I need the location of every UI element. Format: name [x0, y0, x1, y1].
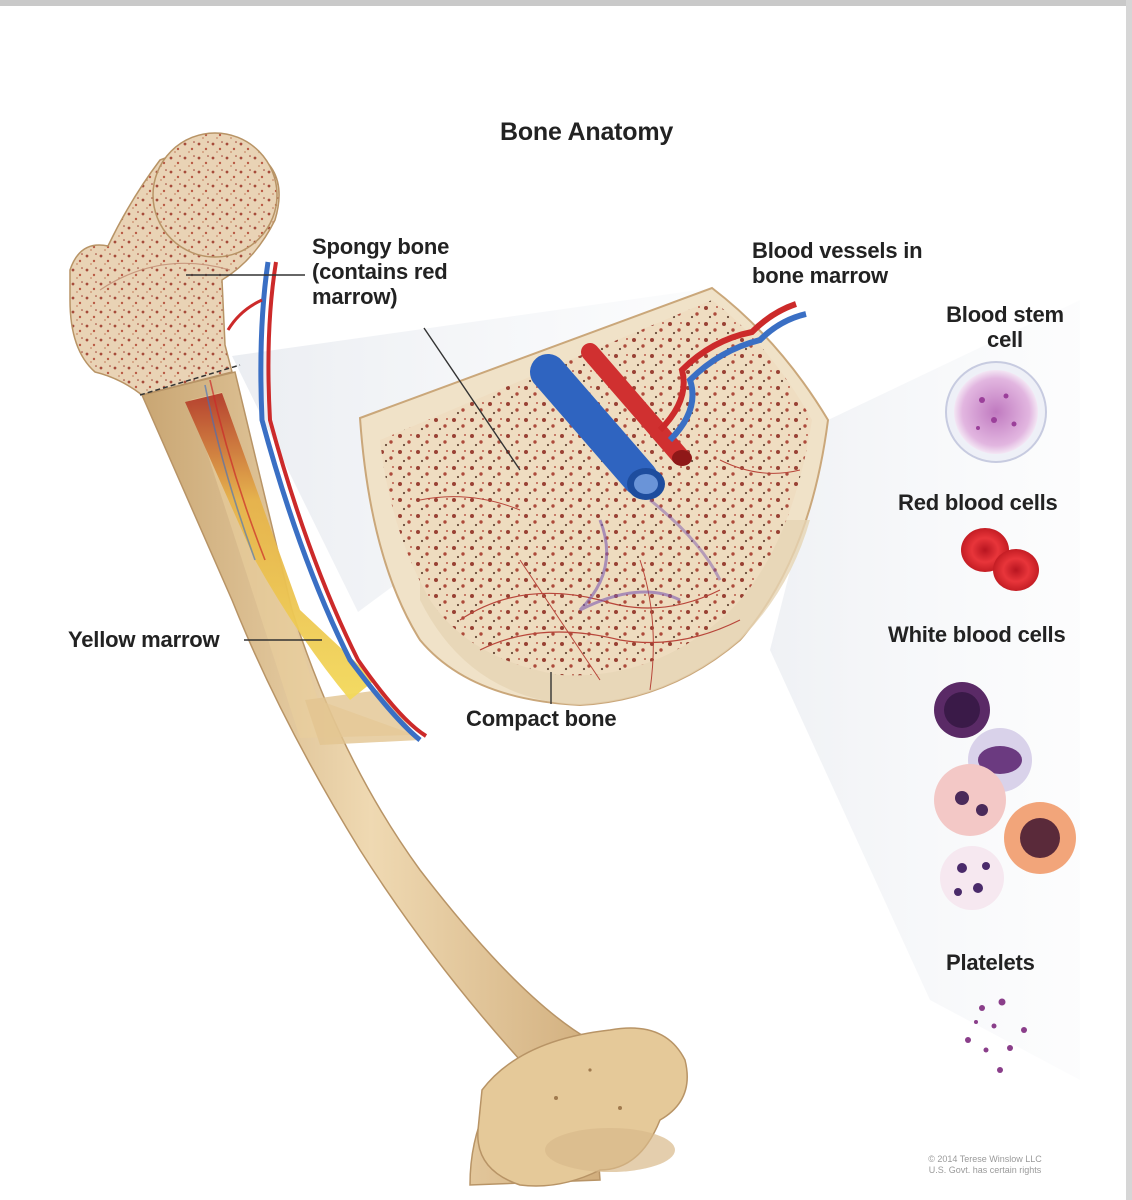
yellow-marrow-label: Yellow marrow [68, 627, 220, 652]
page-title: Bone Anatomy [500, 118, 674, 146]
bone-cross-section [358, 286, 830, 707]
top-border [0, 0, 1132, 6]
red-blood-cells-image [961, 528, 1039, 591]
copyright-notice: © 2014 Terese Winslow LLC U.S. Govt. has… [928, 1154, 1042, 1175]
white-blood-cells-label: White blood cells [888, 622, 1066, 647]
platelets-image [965, 998, 1027, 1073]
blood-stem-cell-image [945, 361, 1047, 463]
spongy-bone-section-leader [423, 327, 521, 471]
platelets-label: Platelets [946, 950, 1035, 975]
compact-bone-label: Compact bone [466, 706, 617, 731]
leader-lines [186, 274, 552, 704]
blood-stem-cell-label: Blood stem cell [946, 302, 1064, 352]
spongy-bone-label: Spongy bone (contains red marrow) [312, 234, 450, 309]
femur [69, 132, 688, 1187]
blood-vessels-label: Blood vessels in bone marrow [752, 238, 923, 288]
white-blood-cells-image [934, 682, 1076, 910]
right-border [1126, 0, 1132, 1200]
red-blood-cells-label: Red blood cells [898, 490, 1058, 515]
